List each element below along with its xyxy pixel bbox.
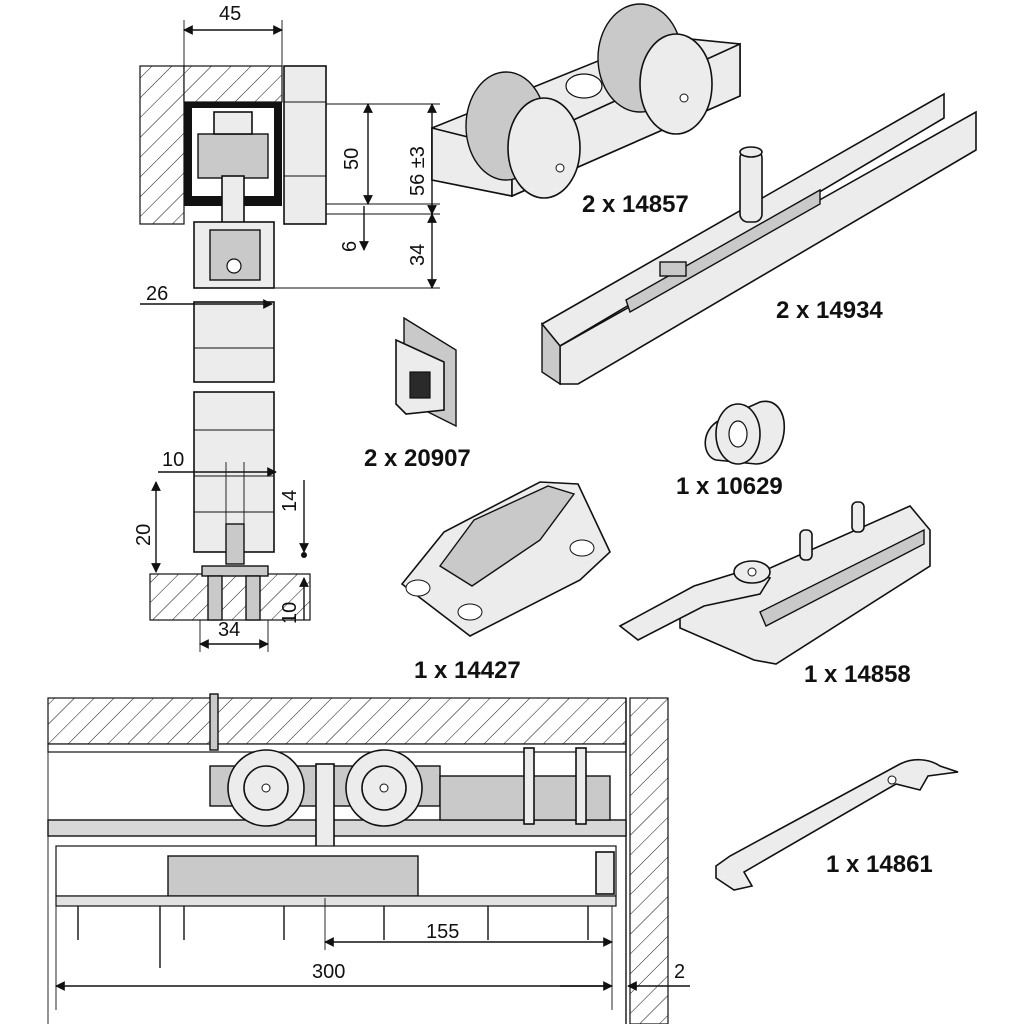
part-14857: 2 x 14857 — [431, 3, 741, 218]
dim-10-bottom: 10 — [279, 602, 301, 624]
label-20907: 2 x 20907 — [364, 445, 471, 472]
section-view: 45 50 56 ±3 6 34 26 10 20 14 10 34 — [133, 3, 440, 652]
label-14857: 2 x 14857 — [582, 191, 689, 218]
dim-20: 20 — [133, 524, 155, 546]
part-14427: 1 x 14427 — [400, 481, 611, 684]
dim-10-top: 10 — [162, 449, 184, 471]
label-10629: 1 x 10629 — [676, 473, 783, 500]
dim-45: 45 — [219, 3, 241, 25]
part-14934: 2 x 14934 — [540, 92, 977, 386]
dim-14: 14 — [279, 490, 301, 512]
dim-50: 50 — [341, 148, 363, 170]
label-14861: 1 x 14861 — [826, 851, 933, 878]
dim-300: 300 — [312, 961, 345, 983]
part-20907: 2 x 20907 — [364, 316, 471, 472]
installation-view: 155 300 2 — [47, 693, 690, 1024]
dim-34-right: 34 — [407, 244, 429, 266]
part-10629: 1 x 10629 — [676, 400, 785, 500]
dim-2: 2 — [674, 961, 685, 983]
part-14858: 1 x 14858 — [618, 501, 931, 688]
label-14858: 1 x 14858 — [804, 661, 911, 688]
part-14861: 1 x 14861 — [715, 758, 959, 891]
dim-6: 6 — [339, 241, 361, 252]
label-14427: 1 x 14427 — [414, 657, 521, 684]
dim-34-bottom: 34 — [218, 619, 240, 641]
dim-26: 26 — [146, 283, 168, 305]
label-14934: 2 x 14934 — [776, 297, 883, 324]
dim-155: 155 — [426, 921, 459, 943]
dim-56: 56 ±3 — [407, 146, 429, 196]
